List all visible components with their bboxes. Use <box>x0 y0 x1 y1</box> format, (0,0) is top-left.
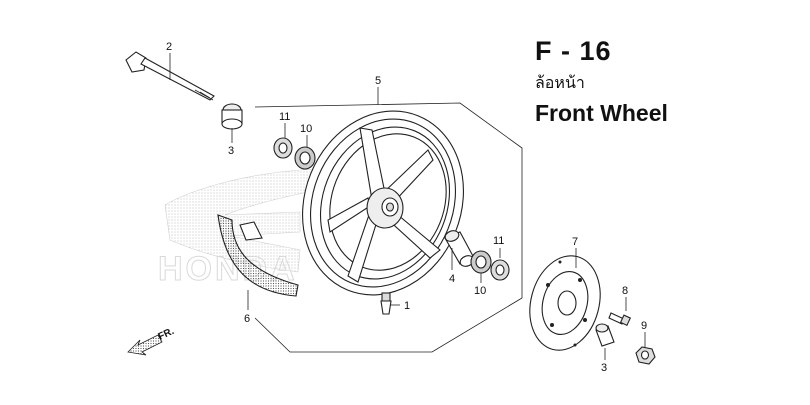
right-collar <box>595 323 615 347</box>
callout-4: 4 <box>449 273 455 285</box>
callout-9: 9 <box>641 320 647 332</box>
left-collar <box>221 103 243 130</box>
callout-10-right: 10 <box>474 285 486 297</box>
leader-lines <box>169 53 646 360</box>
distance-collar <box>444 230 475 267</box>
axle-nut <box>635 346 656 365</box>
right-dust-seal <box>490 259 510 281</box>
wing-mark-shape <box>164 167 331 273</box>
callout-3-left: 3 <box>228 145 234 157</box>
left-bearing <box>294 146 316 170</box>
tire-valve <box>380 292 392 315</box>
brake-disc <box>529 255 601 351</box>
callout-10-left: 10 <box>300 123 312 135</box>
callout-11-left: 11 <box>279 111 290 123</box>
section-code: F - 16 <box>535 36 612 66</box>
wheel-rim <box>302 110 464 296</box>
disc-bolt <box>608 312 632 327</box>
direction-label: FR. <box>157 326 176 343</box>
callout-5: 5 <box>375 75 381 87</box>
title-block: F - 16 ล้อหน้า Front Wheel <box>535 36 668 127</box>
callout-numbers: 2 3 11 10 5 1 4 10 11 7 6 8 3 9 <box>166 41 647 374</box>
callout-8: 8 <box>622 285 628 297</box>
front-direction-arrow: FR. <box>127 326 176 356</box>
right-bearing <box>470 250 492 274</box>
assembly-frame <box>254 102 523 353</box>
left-dust-seal <box>273 137 293 159</box>
section-name-thai: ล้อหน้า <box>535 73 585 92</box>
callout-11-right: 11 <box>493 235 504 247</box>
callout-6: 6 <box>244 313 250 325</box>
callout-3-right: 3 <box>601 362 607 374</box>
wheel-guard <box>217 214 299 297</box>
callout-7: 7 <box>572 236 578 248</box>
section-name-english: Front Wheel <box>535 100 668 126</box>
axle-bolt <box>125 51 215 101</box>
callout-2: 2 <box>166 41 172 53</box>
callout-1: 1 <box>404 300 410 312</box>
